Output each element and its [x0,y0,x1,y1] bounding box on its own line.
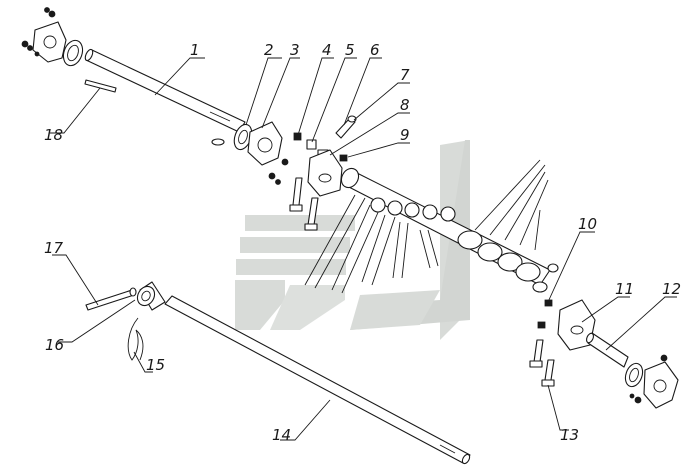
shifter-shaft-central [304,159,559,294]
callout-12: 12 [662,280,681,298]
callout-13: 13 [560,426,579,444]
callout-18: 18 [44,126,63,144]
pin-18 [84,79,117,93]
leader-lines [50,57,677,441]
callout-7: 7 [400,66,410,84]
callout-5: 5 [345,41,355,59]
callout-2: 2 [264,41,274,59]
watermark-logo [235,140,470,340]
callout-labels: 1 2 3 4 5 6 7 8 9 10 11 12 13 14 15 16 1… [44,41,681,444]
callout-3: 3 [290,41,300,59]
callout-4: 4 [322,41,332,59]
right-shaft-bearing [586,332,679,409]
callout-6: 6 [370,41,380,59]
callout-17: 17 [44,239,64,257]
pin-17 [85,287,137,311]
callout-15: 15 [146,356,165,374]
coupling-16 [136,281,166,311]
clamp-block-right [529,299,596,387]
callout-11: 11 [615,280,634,298]
shaft-14 [164,295,471,465]
shaft-1 [84,48,246,146]
spring-clip-15 [127,317,144,361]
callout-16: 16 [45,336,64,354]
middle-bearing-assembly [233,121,289,185]
left-bearing-assembly [21,7,84,67]
callout-9: 9 [400,126,410,144]
callout-14: 14 [272,426,291,444]
callout-1: 1 [190,41,200,59]
clamp-block-left [289,149,343,231]
callout-8: 8 [400,96,410,114]
callout-10: 10 [578,215,597,233]
